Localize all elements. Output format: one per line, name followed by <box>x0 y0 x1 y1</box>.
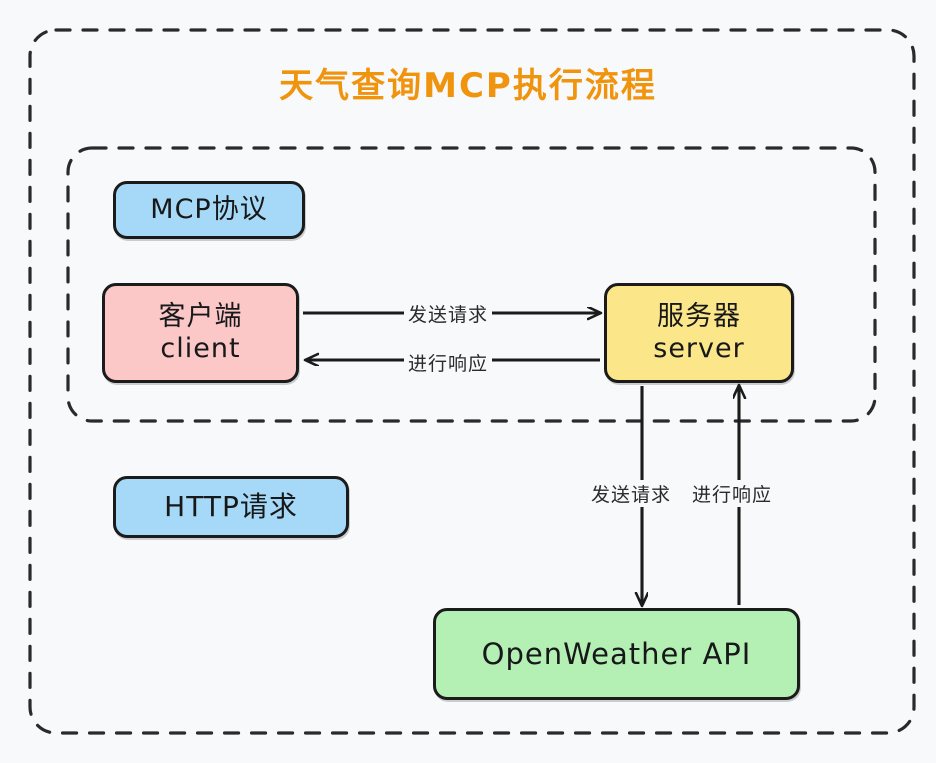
node-openweather-api[interactable]: OpenWeather API <box>433 608 800 700</box>
node-openweather-api-label: OpenWeather API <box>481 636 752 671</box>
node-mcp-protocol-label: MCP协议 <box>150 194 268 226</box>
edge-label-api-to-server: 进行响应 <box>688 480 777 507</box>
node-client-label-en: client <box>160 333 241 364</box>
edge-label-client-to-server: 发送请求 <box>404 300 493 327</box>
node-http-request[interactable]: HTTP请求 <box>113 476 349 538</box>
mcp-protocol-boundary <box>66 146 877 423</box>
node-server-label-cn: 服务器 <box>657 301 741 333</box>
node-server[interactable]: 服务器 server <box>604 283 794 383</box>
edge-label-server-to-api: 发送请求 <box>587 480 676 507</box>
node-mcp-protocol[interactable]: MCP协议 <box>113 181 305 239</box>
node-client-label-cn: 客户端 <box>158 301 243 333</box>
edge-label-server-to-client: 进行响应 <box>404 349 493 376</box>
page-title: 天气查询MCP执行流程 <box>279 66 657 106</box>
node-client[interactable]: 客户端 client <box>102 283 299 383</box>
outer-boundary <box>28 28 916 735</box>
node-http-request-label: HTTP请求 <box>164 490 298 524</box>
node-server-label-en: server <box>653 333 745 364</box>
